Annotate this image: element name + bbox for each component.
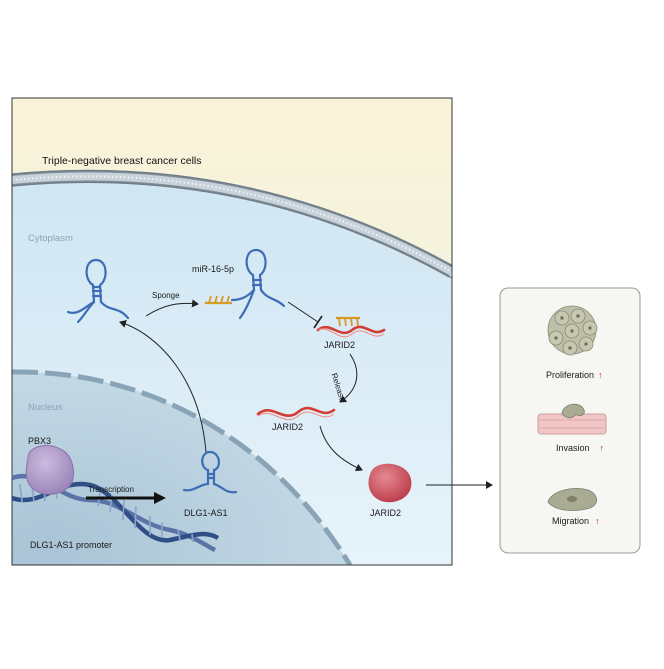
- nucleus-label: Nucleus: [28, 402, 63, 413]
- invasion-vessel: [537, 403, 607, 435]
- promoter-label: DLG1-AS1 promoter: [30, 540, 113, 550]
- proliferation-label: Proliferation↑: [546, 370, 603, 380]
- increase-arrow-icon: ↑: [599, 443, 605, 453]
- migration-label: Migration↑: [552, 516, 600, 526]
- translation-arrow: [319, 425, 363, 472]
- main-panel-border: [11, 97, 453, 566]
- invasion-label: Invasion↑: [556, 443, 605, 453]
- migration-cell: [547, 488, 597, 511]
- inhibition-line: [287, 301, 319, 323]
- dlg1-as1-label: DLG1-AS1: [184, 508, 228, 518]
- mirna-label: miR-16-5p: [192, 264, 235, 274]
- main-panel: [12, 98, 452, 565]
- sponge-arrow: [145, 299, 199, 317]
- jarid2-mrna-bound-label: JARID2: [324, 340, 356, 350]
- nucleus-region: [12, 371, 350, 565]
- cell-type-label: Triple-negative breast cancer cells: [42, 155, 202, 167]
- pbx3-label: PBX3: [28, 436, 52, 446]
- jarid2-mrna-free-label: JARID2: [272, 422, 304, 432]
- dlg1-as1-rna-cytoplasm: [66, 258, 130, 324]
- jarid2-protein: [368, 463, 412, 503]
- mirna-dlg1-complex: [205, 248, 286, 320]
- jarid2-mrna-bound: [316, 316, 386, 338]
- jarid2-protein-label: JARID2: [370, 508, 402, 518]
- nuclear-envelope: [12, 369, 353, 565]
- jarid2-mrna-free: [256, 406, 336, 421]
- release-arrow: [339, 353, 358, 403]
- transcription-label: Transcription: [88, 485, 134, 494]
- cytoplasm-label: Cytoplasm: [28, 233, 73, 244]
- increase-arrow-icon: ↑: [595, 516, 600, 526]
- pbx3-protein: [25, 445, 74, 495]
- increase-arrow-icon: ↑: [598, 370, 603, 380]
- dlg1-as1-rna-nucleus: [182, 450, 238, 494]
- sponge-label: Sponge: [152, 291, 180, 300]
- proliferation-cluster: [547, 305, 598, 356]
- export-arrow: [119, 320, 207, 453]
